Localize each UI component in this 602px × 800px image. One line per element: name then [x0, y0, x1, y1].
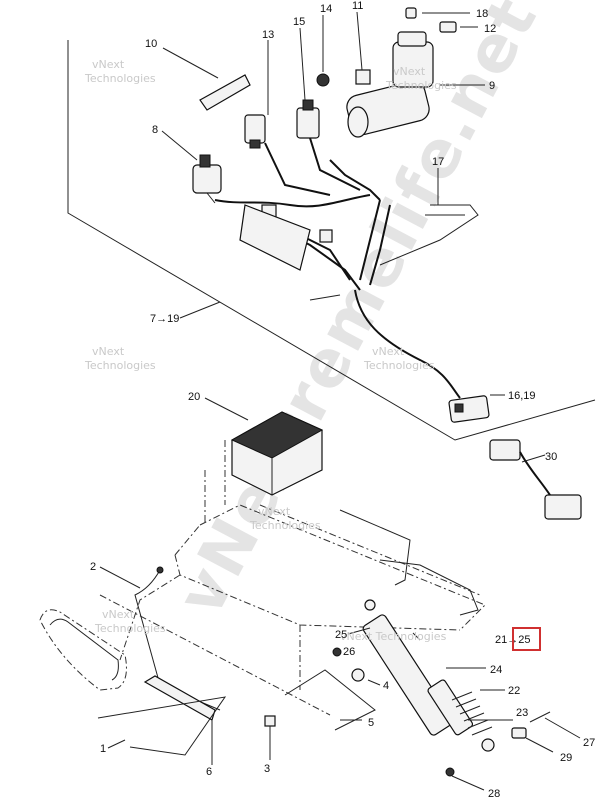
callout-13: 13 [262, 29, 274, 41]
watermark-brand-4: vNext [372, 345, 405, 358]
callout-30: 30 [545, 451, 557, 463]
part-8-sensor [192, 154, 222, 204]
part-28-nut [445, 767, 455, 777]
part-9-pump-motor [346, 31, 434, 138]
part-13-valve [244, 114, 266, 149]
part-20-ecu [230, 411, 324, 496]
callout-14: 14 [320, 3, 332, 15]
watermark-tech-3: Technologies [84, 359, 156, 372]
part-10-bracket [199, 74, 251, 111]
callout-20: 20 [188, 391, 200, 403]
part-26-pin [332, 647, 342, 657]
callout-27: 27 [583, 737, 595, 749]
part-18-cap [405, 7, 417, 19]
part-3-bolt [264, 715, 276, 760]
watermark-brand-6: vNext [102, 608, 135, 621]
callout-4: 4 [383, 680, 389, 692]
upper-frame-outline [67, 40, 596, 441]
part-6-bracket [143, 675, 216, 721]
callout-2: 2 [90, 561, 96, 573]
watermark-tech-6: Technologies [94, 622, 166, 635]
callout-10: 10 [145, 38, 157, 50]
watermark-brand-2: vNext [393, 65, 426, 78]
strut-spring [451, 691, 493, 736]
callout-8: 8 [152, 124, 158, 136]
part-27-bolt [529, 711, 551, 723]
part-29-bushing [511, 727, 527, 739]
callout-12: 12 [484, 23, 496, 35]
callout-17: 17 [432, 156, 444, 168]
callout-24: 24 [490, 664, 502, 676]
watermark-brand-5: vNext [258, 505, 291, 518]
callout-11: 11 [352, 0, 363, 12]
callout-16-19: 16,19 [508, 390, 536, 402]
watermark-tech-1: Technologies [84, 72, 156, 85]
watermark-full-7: vNext Technologies [340, 630, 447, 643]
callout-3: 3 [264, 763, 270, 775]
callout-26: 26 [343, 646, 355, 658]
part-1-plate [97, 696, 227, 756]
part-14-nut [316, 73, 330, 87]
callout-22: 22 [508, 685, 520, 697]
callout-1: 1 [100, 743, 106, 755]
strut-assembly [362, 599, 495, 752]
hydraulic-lines [214, 137, 479, 301]
callout-25: 25 [335, 629, 347, 641]
callout-28: 28 [488, 788, 500, 800]
part-2-rod [134, 566, 221, 711]
chassis-frame [99, 440, 486, 716]
ski-outline [39, 609, 127, 691]
connector-16-19 [354, 289, 490, 423]
callout-5: 5 [368, 717, 374, 729]
part-12-fitting [439, 21, 457, 33]
highlight-box [512, 627, 541, 651]
part-11-fitting [355, 69, 371, 85]
watermark-brand-1: vNext [92, 58, 125, 71]
part-4-washer [351, 668, 365, 682]
callout-23: 23 [516, 707, 528, 719]
watermark-tech-5: Technologies [249, 519, 321, 532]
callout-6: 6 [206, 766, 212, 778]
callout-18: 18 [476, 8, 488, 20]
part-15-valve [296, 99, 320, 139]
watermark-tech-4: Technologies [363, 359, 435, 372]
connector-30 [489, 439, 582, 520]
watermark-tech-2: Technologies [385, 79, 457, 92]
callout-7-19: 7→19 [150, 313, 179, 325]
callout-9: 9 [489, 80, 495, 92]
callout-15: 15 [293, 16, 305, 28]
callout-29: 29 [560, 752, 572, 764]
watermark-brand-3: vNext [92, 345, 125, 358]
